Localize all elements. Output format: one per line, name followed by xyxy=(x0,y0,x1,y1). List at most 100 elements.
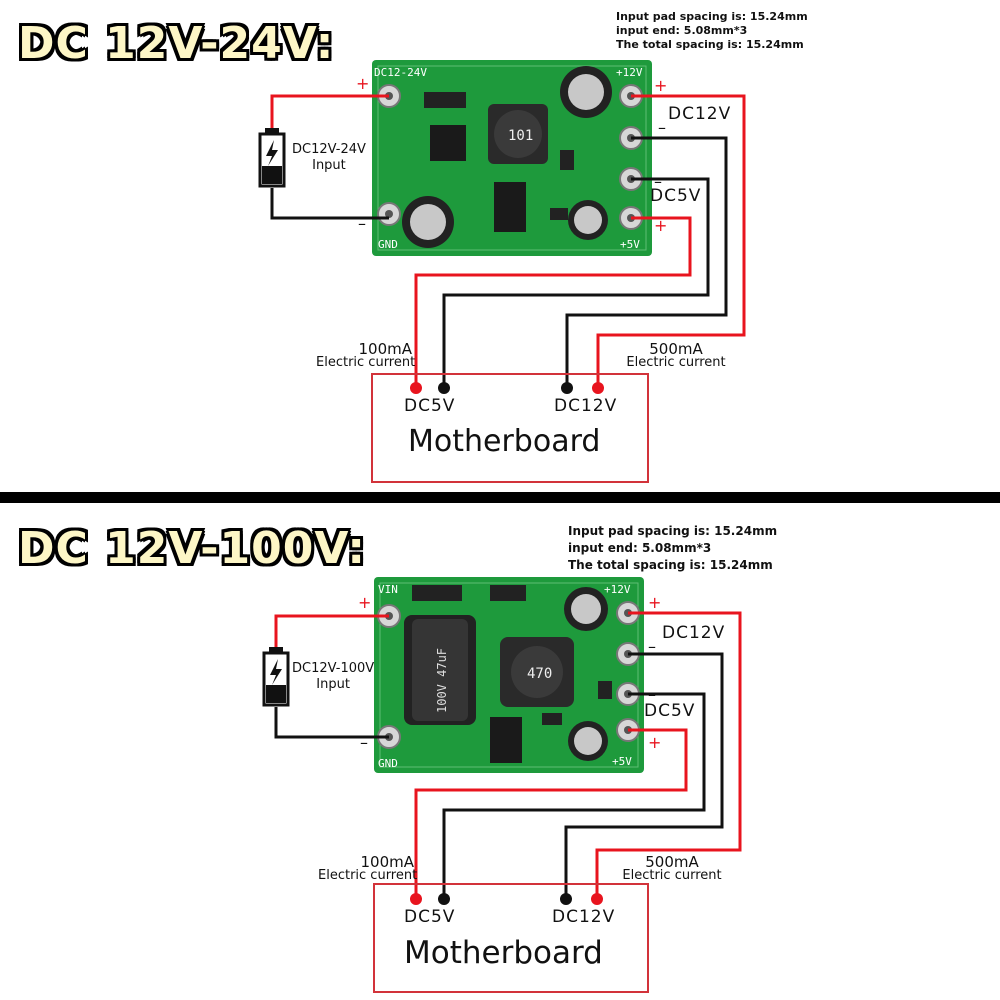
pcb-text: +5V xyxy=(620,238,640,251)
current-caption: Electric current xyxy=(316,355,416,370)
current-caption: Electric current xyxy=(622,868,722,883)
pcb-text: GND xyxy=(378,757,398,770)
minus-label: – xyxy=(360,733,368,752)
note-line: input end: 5.08mm*3 xyxy=(568,541,712,555)
pcb-text: +12V xyxy=(604,583,631,596)
motherboard-label: Motherboard xyxy=(404,935,603,971)
current-left: 100mA Electric current xyxy=(316,340,416,370)
minus-label: – xyxy=(658,118,666,137)
current-value: 100mA xyxy=(360,853,414,871)
terminal-dot xyxy=(438,382,450,394)
plus-label: + xyxy=(648,593,662,612)
pcb-text: 101 xyxy=(508,128,533,144)
terminal-dot xyxy=(592,382,604,394)
terminal-dot xyxy=(410,382,422,394)
input-caption: Input xyxy=(316,677,350,692)
terminal-dot xyxy=(438,893,450,905)
regulator-component xyxy=(490,717,522,763)
capacitor-component xyxy=(404,615,476,725)
diode-component xyxy=(412,585,462,601)
minus-label: – xyxy=(648,637,656,656)
capacitor-component xyxy=(560,66,612,118)
note-line: The total spacing is: 15.24mm xyxy=(616,38,804,51)
panel-12v-24v: DC 12V-24V: Input pad spacing is: 15.24m… xyxy=(0,0,1000,490)
current-value: 500mA xyxy=(645,853,699,871)
minus-label: – xyxy=(654,172,662,191)
wire-input-negative xyxy=(270,188,389,220)
input-caption: Input xyxy=(312,158,346,173)
wire-input-positive xyxy=(270,94,389,128)
input-label: DC12V-24V Input xyxy=(292,142,366,174)
wire-5v-positive xyxy=(414,216,692,388)
mb-5v-label: DC5V xyxy=(404,907,456,927)
plus-label: + xyxy=(358,593,372,612)
mb-12v-label: DC12V xyxy=(554,396,618,416)
battery-icon xyxy=(258,128,286,188)
wire-12v-positive xyxy=(595,611,742,899)
mb-12v-label: DC12V xyxy=(552,907,616,927)
regulator-component xyxy=(494,182,526,232)
wiring-diagram: VIN GND +12V +5V 470 100V 47uF xyxy=(262,577,742,993)
note-line: Input pad spacing is: 15.24mm xyxy=(568,524,778,538)
minus-label: – xyxy=(648,685,656,704)
out-12v-label: DC12V xyxy=(668,104,732,124)
panel-title: DC 12V-24V: xyxy=(18,18,335,69)
motherboard-label: Motherboard xyxy=(408,424,601,459)
minus-label: – xyxy=(358,214,366,233)
out-5v-label: DC5V xyxy=(644,701,696,721)
out-5v-label: DC5V xyxy=(650,186,702,206)
ic-chip xyxy=(430,125,466,161)
wire-input-negative xyxy=(274,707,389,739)
current-value: 500mA xyxy=(649,340,703,358)
spacing-notes: Input pad spacing is: 15.24mm input end:… xyxy=(616,10,808,52)
battery-icon xyxy=(262,647,290,707)
wire-12v-negative xyxy=(565,136,728,388)
capacitor-component xyxy=(402,196,454,248)
pcb-text: +5V xyxy=(612,755,632,768)
panel-divider xyxy=(0,492,1000,503)
wiring-diagram: DC12-24V GND +12V +5V 101 xyxy=(258,60,746,483)
pcb-text: DC12-24V xyxy=(374,66,427,79)
capacitor-component xyxy=(568,721,608,761)
input-voltage: DC12V-24V xyxy=(292,142,366,157)
current-left: 100mA Electric current xyxy=(318,853,418,883)
current-value: 100mA xyxy=(358,340,412,358)
mb-5v-label: DC5V xyxy=(404,396,456,416)
panel-title: DC 12V-100V: xyxy=(18,523,366,574)
terminal-dot xyxy=(561,382,573,394)
current-right: 500mA Electric current xyxy=(626,342,726,370)
plus-label: + xyxy=(654,216,668,235)
terminal-dot xyxy=(591,893,603,905)
out-12v-label: DC12V xyxy=(662,623,726,643)
wire-12v-negative xyxy=(564,652,724,899)
input-voltage: DC12V-100V xyxy=(292,661,375,676)
terminal-dot xyxy=(560,893,572,905)
note-line: The total spacing is: 15.24mm xyxy=(568,558,773,572)
spacing-notes: Input pad spacing is: 15.24mm input end:… xyxy=(568,523,777,574)
current-caption: Electric current xyxy=(318,868,418,883)
pcb-text: +12V xyxy=(616,66,643,79)
motherboard-box xyxy=(371,373,649,483)
pcb-text: 100V 47uF xyxy=(435,648,449,713)
inductor-component xyxy=(488,104,548,164)
motherboard-box xyxy=(373,883,649,993)
note-line: Input pad spacing is: 15.24mm xyxy=(616,10,808,23)
plus-label: + xyxy=(648,733,662,752)
terminal-dot xyxy=(410,893,422,905)
current-right: 500mA Electric current xyxy=(622,855,722,883)
inductor-component xyxy=(500,637,574,707)
plus-label: + xyxy=(654,76,668,95)
pcb-text: GND xyxy=(378,238,398,251)
wire-input-positive xyxy=(274,614,389,647)
input-label: DC12V-100V Input xyxy=(292,661,374,693)
capacitor-component xyxy=(568,200,608,240)
wire-5v-positive xyxy=(414,728,688,899)
capacitor-component xyxy=(564,587,608,631)
wire-5v-negative xyxy=(442,177,710,388)
diode-component xyxy=(490,585,526,601)
diode-component xyxy=(424,92,466,108)
current-caption: Electric current xyxy=(626,355,726,370)
panel-12v-100v: DC 12V-100V: Input pad spacing is: 15.24… xyxy=(0,505,1000,995)
pcb-text: 470 xyxy=(527,666,552,682)
plus-label: + xyxy=(356,74,370,93)
